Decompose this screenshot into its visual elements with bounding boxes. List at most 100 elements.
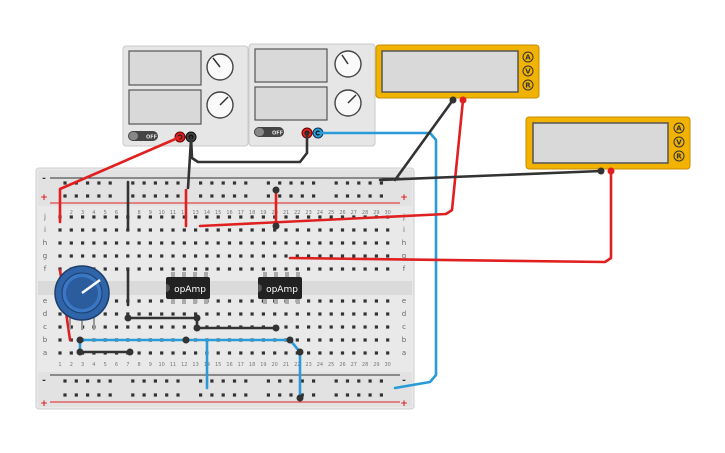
breadboard-hole[interactable] [69, 325, 73, 329]
breadboard-hole[interactable] [295, 338, 299, 342]
breadboard-hole[interactable] [379, 393, 383, 397]
breadboard-hole[interactable] [273, 312, 277, 316]
breadboard-hole[interactable] [318, 215, 322, 219]
breadboard-hole[interactable] [58, 254, 62, 258]
breadboard-hole[interactable] [289, 194, 293, 198]
breadboard-hole[interactable] [261, 228, 265, 232]
meter-1-ammeter-button[interactable]: A [522, 51, 534, 63]
breadboard-hole[interactable] [103, 254, 107, 258]
breadboard-hole[interactable] [194, 254, 198, 258]
breadboard-hole[interactable] [329, 312, 333, 316]
breadboard-hole[interactable] [171, 215, 175, 219]
breadboard-hole[interactable] [363, 325, 367, 329]
breadboard-hole[interactable] [307, 299, 311, 303]
breadboard-hole[interactable] [232, 393, 237, 397]
breadboard-hole[interactable] [307, 241, 311, 245]
breadboard-hole[interactable] [300, 393, 304, 397]
breadboard-hole[interactable] [227, 228, 232, 232]
breadboard-hole[interactable] [329, 267, 333, 271]
breadboard-hole[interactable] [374, 351, 378, 355]
breadboard-hole[interactable] [386, 312, 390, 316]
breadboard-hole[interactable] [205, 215, 209, 219]
breadboard-hole[interactable] [148, 267, 152, 271]
breadboard-hole[interactable] [261, 351, 265, 355]
breadboard-hole[interactable] [295, 267, 299, 271]
breadboard-hole[interactable] [227, 254, 232, 258]
breadboard-hole[interactable] [232, 181, 237, 185]
breadboard-hole[interactable] [352, 267, 356, 271]
wire-meter1-positive[interactable] [198, 98, 465, 228]
breadboard-hole[interactable] [103, 228, 107, 232]
breadboard-hole[interactable] [227, 312, 232, 316]
breadboard-hole[interactable] [182, 325, 186, 329]
breadboard-hole[interactable] [74, 194, 78, 198]
breadboard-hole[interactable] [160, 228, 164, 232]
wire-meter1-com[interactable] [393, 98, 455, 182]
breadboard-hole[interactable] [386, 338, 390, 342]
breadboard-hole[interactable] [307, 338, 311, 342]
breadboard-hole[interactable] [329, 215, 333, 219]
breadboard-hole[interactable] [194, 215, 198, 219]
breadboard-hole[interactable] [137, 351, 141, 355]
breadboard-hole[interactable] [216, 215, 220, 219]
breadboard-hole[interactable] [239, 299, 243, 303]
breadboard-hole[interactable] [137, 254, 141, 258]
breadboard-hole[interactable] [148, 299, 152, 303]
breadboard-hole[interactable] [284, 351, 288, 355]
breadboard-hole[interactable] [318, 351, 322, 355]
breadboard-hole[interactable] [176, 194, 180, 198]
breadboard-hole[interactable] [108, 194, 112, 198]
breadboard-hole[interactable] [340, 267, 345, 271]
breadboard-hole[interactable] [58, 351, 62, 355]
breadboard-hole[interactable] [160, 299, 164, 303]
breadboard-hole[interactable] [318, 228, 322, 232]
breadboard-hole[interactable] [114, 325, 119, 329]
breadboard-hole[interactable] [142, 181, 146, 185]
breadboard-hole[interactable] [227, 351, 232, 355]
breadboard-hole[interactable] [126, 312, 130, 316]
breadboard-hole[interactable] [63, 379, 67, 383]
breadboard-hole[interactable] [374, 325, 378, 329]
breadboard-hole[interactable] [137, 228, 141, 232]
supply-2-voltage-knob[interactable] [334, 50, 362, 78]
breadboard-hole[interactable] [114, 241, 119, 245]
breadboard-hole[interactable] [108, 393, 112, 397]
breadboard-hole[interactable] [160, 241, 164, 245]
meter-1-ohmmeter-button[interactable]: R [522, 79, 534, 91]
breadboard-hole[interactable] [221, 379, 225, 383]
breadboard-hole[interactable] [160, 215, 164, 219]
breadboard-hole[interactable] [261, 267, 265, 271]
breadboard-hole[interactable] [216, 241, 220, 245]
breadboard-hole[interactable] [289, 393, 293, 397]
breadboard-hole[interactable] [307, 228, 311, 232]
breadboard-hole[interactable] [131, 379, 135, 383]
breadboard-hole[interactable] [160, 325, 164, 329]
breadboard-hole[interactable] [227, 241, 232, 245]
wire-meter2-positive[interactable] [288, 169, 613, 264]
breadboard-hole[interactable] [126, 254, 130, 258]
breadboard-hole[interactable] [363, 267, 367, 271]
meter-2-voltmeter-button[interactable]: V [673, 136, 685, 148]
breadboard-hole[interactable] [182, 312, 186, 316]
breadboard-hole[interactable] [148, 254, 152, 258]
breadboard-hole[interactable] [345, 379, 350, 383]
breadboard-hole[interactable] [329, 351, 333, 355]
breadboard-hole[interactable] [352, 254, 356, 258]
breadboard-hole[interactable] [329, 254, 333, 258]
breadboard-hole[interactable] [329, 228, 333, 232]
breadboard-hole[interactable] [352, 241, 356, 245]
breadboard-hole[interactable] [103, 267, 107, 271]
breadboard-hole[interactable] [368, 194, 372, 198]
breadboard-hole[interactable] [363, 228, 367, 232]
breadboard-hole[interactable] [97, 393, 101, 397]
breadboard-hole[interactable] [216, 351, 220, 355]
breadboard-hole[interactable] [340, 312, 345, 316]
breadboard-hole[interactable] [182, 215, 186, 219]
breadboard-hole[interactable] [307, 267, 311, 271]
breadboard-hole[interactable] [160, 312, 164, 316]
breadboard-hole[interactable] [278, 393, 282, 397]
breadboard-hole[interactable] [103, 312, 107, 316]
breadboard-hole[interactable] [312, 393, 316, 397]
breadboard-hole[interactable] [239, 228, 243, 232]
breadboard-hole[interactable] [368, 181, 372, 185]
